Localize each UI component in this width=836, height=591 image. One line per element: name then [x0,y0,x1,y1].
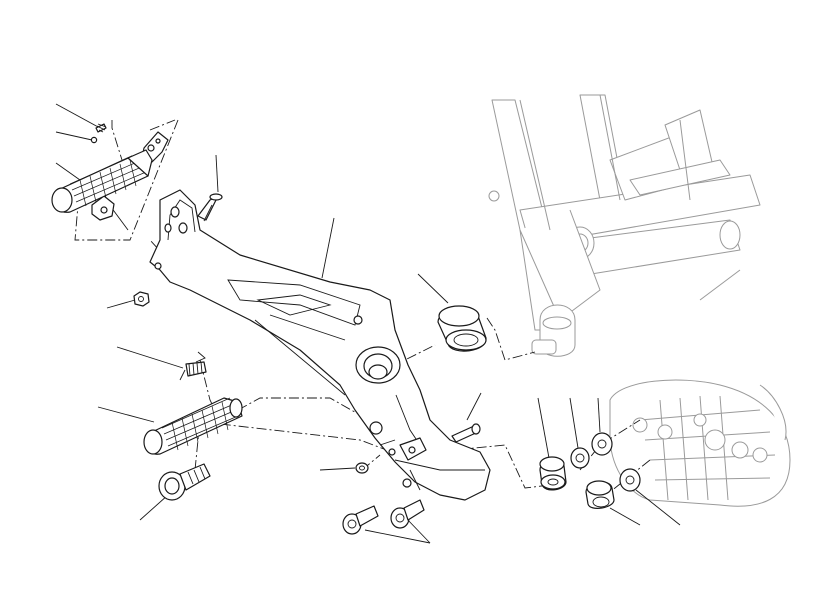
pivot-pin [197,193,223,222]
bracket-bolt [390,499,425,529]
ball-detent [90,136,98,144]
spring-small [95,123,107,133]
engine-bushing [539,456,567,491]
return-spring [179,351,207,381]
engine-case [609,379,791,507]
engine-spacer [585,480,615,509]
frame-tubes [488,94,761,357]
washer [355,462,369,474]
leader-lines [55,103,681,544]
spacer-bushing [437,305,487,352]
footpeg-passenger [143,397,243,455]
bracket-bolt [342,505,379,535]
nut [133,291,150,307]
engine-washer [619,468,641,492]
washer [451,423,481,443]
footpeg-bolt [158,463,211,501]
engine-washer [591,432,613,456]
footrest-bracket [149,189,491,501]
engine-washer [570,447,590,469]
footpeg-rider [51,149,153,213]
